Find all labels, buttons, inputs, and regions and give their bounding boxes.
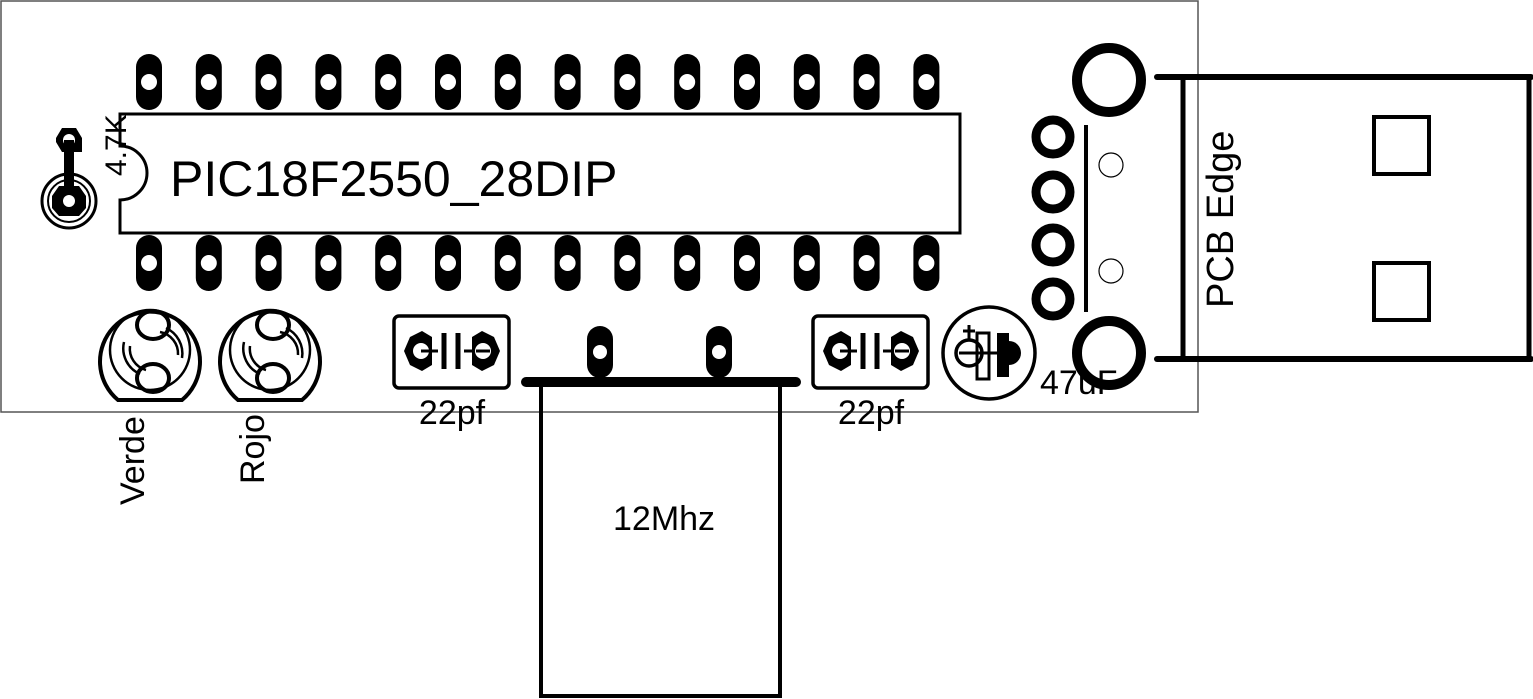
ic-pad <box>734 54 760 110</box>
ic-pad <box>554 235 581 291</box>
ic-pad <box>793 235 820 291</box>
electrolytic-capacitor <box>941 305 1037 401</box>
capacitor-left-label: 22pf <box>419 394 486 432</box>
ic-pad <box>315 235 342 291</box>
ic-pad <box>435 54 461 110</box>
board-outline <box>0 0 1199 413</box>
ic-pad <box>375 235 402 291</box>
resistor-label: 4.7K <box>100 114 133 176</box>
ic-pad-row-bottom <box>136 235 940 291</box>
ic-pad <box>913 54 940 110</box>
ic-pad <box>136 54 162 110</box>
ic-pad <box>494 235 521 291</box>
ic-label: PIC18F2550_28DIP <box>170 151 618 207</box>
capacitor-left <box>392 314 511 390</box>
ic-pad <box>793 54 820 110</box>
ic-pad <box>375 54 402 110</box>
ic-pad <box>853 54 880 110</box>
ic-pad-row-top <box>136 54 940 110</box>
ic-pad <box>614 235 641 291</box>
usb-connector <box>1031 43 1533 390</box>
resistor-4k7 <box>40 128 98 230</box>
capacitor-right-label: 22pf <box>838 394 905 432</box>
led-green-label: Verde <box>114 416 152 505</box>
ic-pad <box>195 235 222 291</box>
ic-pad <box>315 54 342 110</box>
capacitor-right <box>811 314 930 390</box>
ic-pad <box>674 235 701 291</box>
usb-connector-label: PCB Edge <box>1200 131 1242 308</box>
led-green <box>98 308 202 402</box>
ic-pad <box>853 235 880 291</box>
crystal <box>521 326 801 698</box>
ic-pad <box>255 54 282 110</box>
ic-pad <box>195 54 222 110</box>
ic-pad <box>255 235 282 291</box>
ic-pad <box>435 235 461 291</box>
ic-pad <box>614 54 641 110</box>
led-red-label: Rojo <box>234 414 272 484</box>
ic-pad <box>674 54 701 110</box>
ic-body-outline <box>118 112 962 235</box>
ic-pad <box>554 54 581 110</box>
ic-pad <box>494 54 521 110</box>
crystal-label: 12Mhz <box>613 500 715 538</box>
led-red <box>218 308 322 402</box>
ic-pad <box>136 235 162 291</box>
ic-pad <box>734 235 760 291</box>
ic-pad <box>913 235 940 291</box>
